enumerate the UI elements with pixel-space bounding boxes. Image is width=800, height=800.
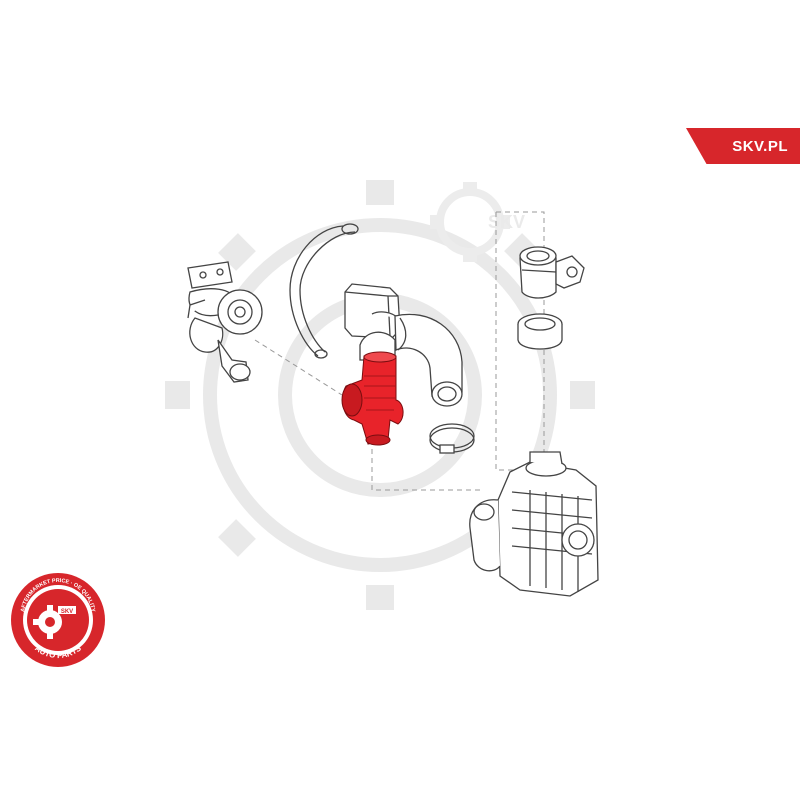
brand-website-label: SKV.PL [732,137,788,155]
auto-parts-logo: AFTERMARKET PRICE · OE QUALITY AUTO PART… [11,573,105,667]
breather-hose [289,223,359,359]
seal-ring [517,313,563,350]
logo-gear-icon [33,605,62,639]
brand-website-tag: SKV.PL [686,128,800,164]
hose-clamp [429,423,475,454]
logo-center-label: SKV [61,609,73,615]
flange-connector [519,246,585,299]
watermark-text: SKV [488,212,525,232]
intake-pipe-highlighted [341,351,404,446]
watermark-small-gear-icon [430,182,510,262]
throttle-body [469,451,599,597]
resonator [344,283,401,339]
turbocharger [187,261,263,383]
